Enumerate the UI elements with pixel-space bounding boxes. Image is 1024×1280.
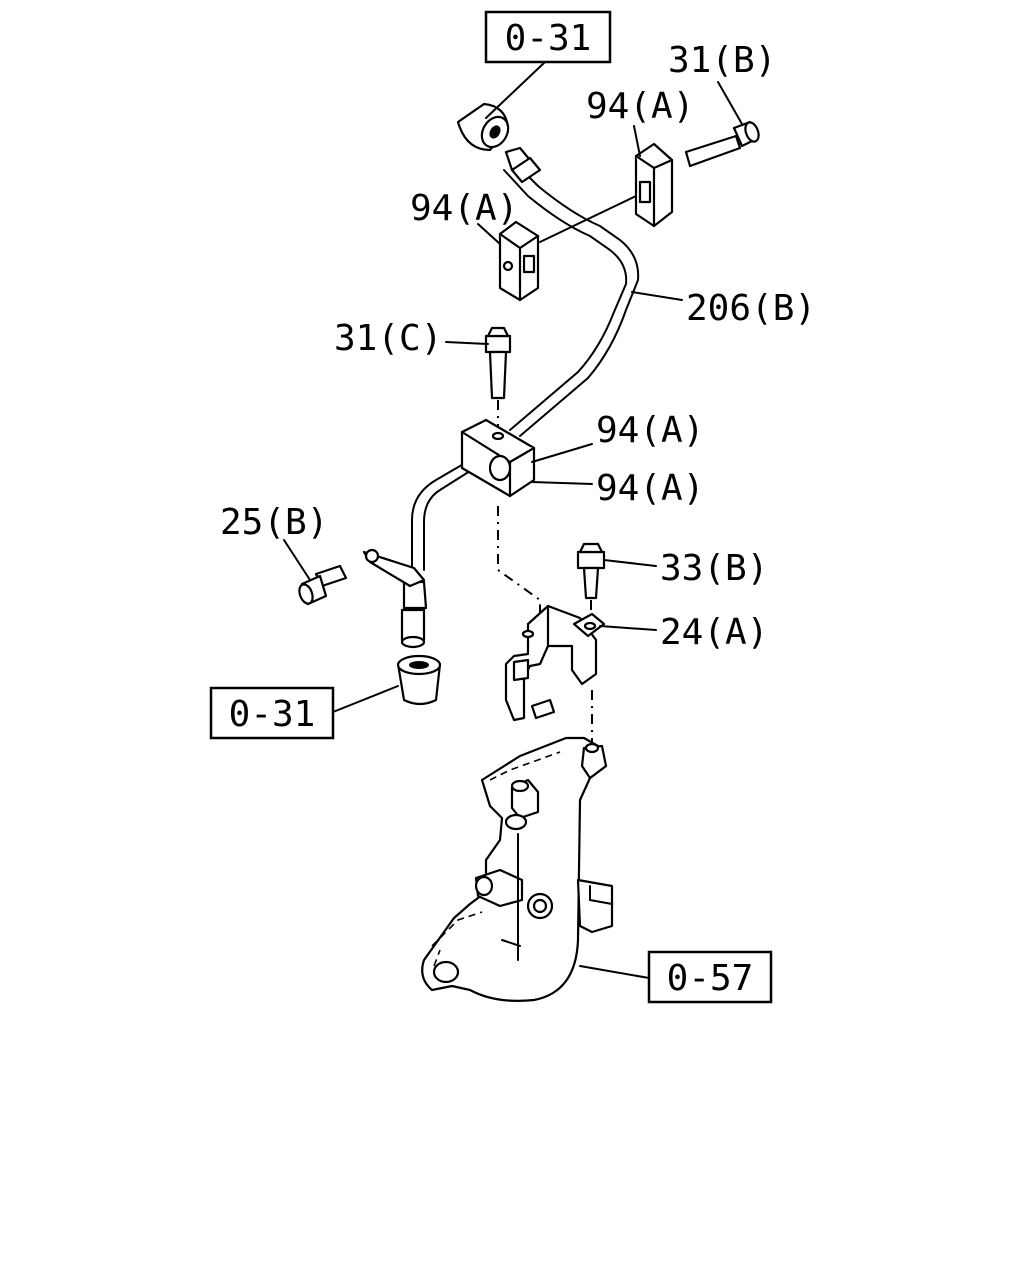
pipe-206b (400, 146, 640, 649)
connect-clamps (539, 195, 637, 243)
ref-box-top-label: 0-31 (505, 18, 592, 59)
leader-clamp-mid1 (531, 443, 593, 463)
bracket-24a (504, 604, 606, 722)
axis-clamp-block (497, 506, 541, 620)
leader-ref-bottom (579, 965, 650, 979)
label-clamp-94a-mid2: 94(A) (596, 468, 704, 509)
label-bolt-31c: 31(C) (334, 318, 442, 359)
clamp-94a-top (634, 142, 674, 228)
label-clamp-94a-mid1: 94(A) (596, 410, 704, 451)
label-bracket-24a: 24(A) (660, 612, 768, 653)
clamp-block-94a (460, 418, 536, 498)
leader-clamp-mid2 (531, 481, 593, 485)
leader-ref-left (332, 685, 399, 713)
pipe-bracket (362, 548, 426, 588)
label-clamp-94a-left: 94(A) (410, 188, 518, 229)
leader-pipe-206b (631, 291, 683, 301)
label-bolt-33b: 33(B) (660, 548, 768, 589)
ref-box-left-label: 0-31 (229, 694, 316, 735)
housing (421, 736, 614, 1002)
bolt-25b (298, 564, 348, 606)
leader-bracket-24a (599, 625, 657, 631)
top-hose-cap (456, 102, 510, 152)
clamp-94a-left (498, 220, 540, 302)
bolt-31c (484, 326, 512, 400)
ref-box-top[interactable]: 0-31 (484, 10, 612, 64)
leader-ref-top (485, 61, 546, 119)
leader-bolt-25b (283, 539, 311, 581)
leader-bolt-31c (445, 341, 489, 345)
leader-clamp-94a-left (477, 223, 501, 245)
ref-box-bottom-label: 0-57 (667, 958, 754, 999)
ref-box-left[interactable]: 0-31 (209, 686, 335, 740)
bolt-31b (684, 120, 760, 168)
bottom-hose-cap (396, 654, 442, 706)
bolt-33b (576, 542, 606, 600)
label-bolt-31b: 31(B) (668, 40, 776, 81)
label-pipe-206b: 206(B) (686, 288, 816, 329)
label-clamp-94a-top: 94(A) (586, 86, 694, 127)
leader-bolt-33b (603, 559, 657, 567)
ref-box-bottom[interactable]: 0-57 (647, 950, 773, 1004)
leader-clamp-94a-top (633, 125, 641, 157)
leader-bolt-31b (717, 81, 743, 125)
label-bolt-25b: 25(B) (220, 502, 328, 543)
